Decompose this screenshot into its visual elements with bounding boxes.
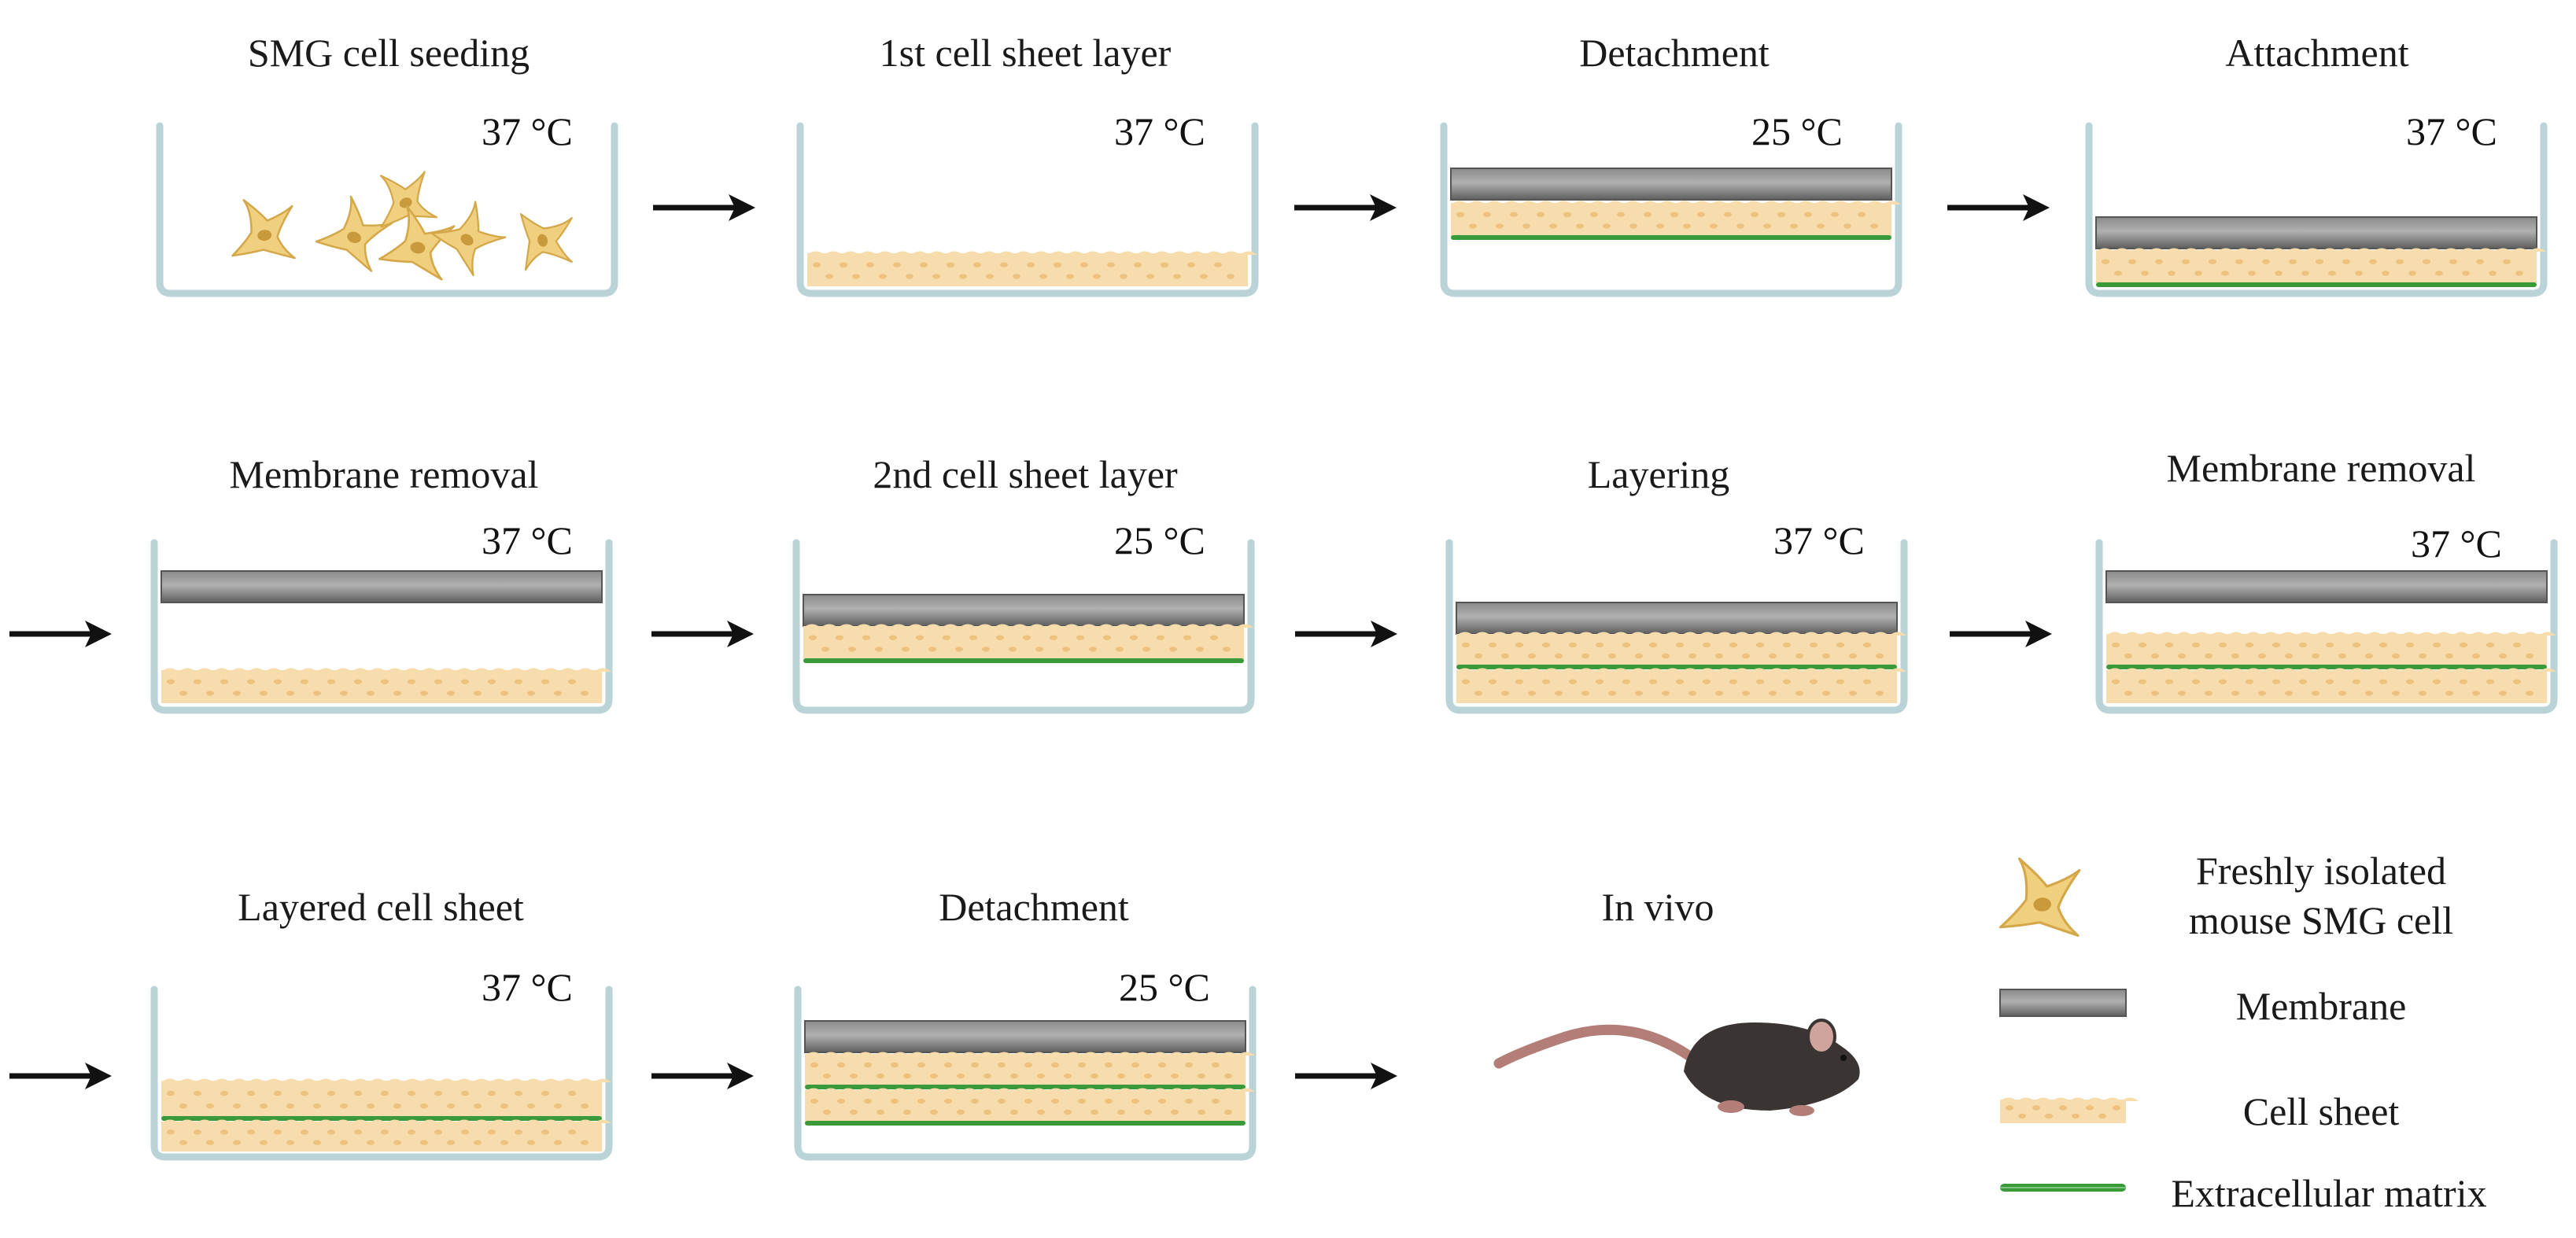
membrane (161, 570, 603, 603)
cell-sheet (1456, 668, 1906, 703)
extracellular-matrix (805, 1121, 1246, 1126)
step-label-detachment-1: Detachment (1579, 31, 1770, 75)
step-label-attachment: Attachment (2225, 31, 2409, 75)
legend-ecm-swatch (2000, 1184, 2126, 1192)
step-label-in-vivo: In vivo (1601, 885, 1714, 929)
step-label-second-sheet: 2nd cell sheet layer (873, 452, 1178, 496)
flow-arrow (653, 194, 755, 221)
cell-sheet (2106, 632, 2556, 665)
smg-cell (1998, 857, 2081, 937)
cell-sheet (805, 1052, 1255, 1085)
cell-sheet (2096, 248, 2546, 283)
flow-arrow (1295, 1063, 1397, 1089)
extracellular-matrix (1456, 665, 1897, 669)
legend-cell-sheet-label: Cell sheet (2242, 1089, 2400, 1133)
temp-membrane-removal-1: 37 °C (482, 518, 573, 562)
cell-sheet (807, 251, 1257, 286)
smg-cell (430, 201, 507, 276)
step-label-membrane-removal-1: Membrane removal (229, 452, 539, 496)
mouse-foot (1718, 1100, 1744, 1113)
smg-cell (519, 212, 573, 271)
temp-layering: 37 °C (1773, 518, 1865, 562)
flow-arrow (1950, 621, 2052, 647)
flow-arrow (9, 1063, 112, 1089)
legend-membrane-label: Membrane (2235, 984, 2407, 1028)
legend-cell-label: Freshly isolated mouse SMG cell (2124, 846, 2518, 945)
petri-dish (794, 986, 1257, 1161)
membrane (2105, 570, 2548, 603)
membrane (1456, 602, 1898, 635)
mouse-tail (1493, 1024, 1705, 1069)
cell-sheet (2106, 668, 2556, 703)
mouse-foot (1789, 1105, 1814, 1116)
temp-detachment-1: 25 °C (1751, 109, 1843, 153)
cell-sheet (161, 668, 611, 703)
extracellular-matrix (803, 658, 1244, 663)
flow-arrow (1295, 621, 1397, 647)
step-label-membrane-removal-2: Membrane removal (2166, 446, 2476, 490)
mouse-ear (1807, 1019, 1836, 1055)
petri-dish (1445, 539, 1908, 714)
cell-sheet (161, 1078, 611, 1117)
temp-second-sheet: 25 °C (1114, 518, 1205, 562)
cell-sheet (805, 1088, 1255, 1122)
cell-sheet (803, 624, 1253, 659)
petri-dish (792, 539, 1255, 714)
petri-dish (796, 122, 1259, 297)
step-label-first-sheet: 1st cell sheet layer (879, 31, 1172, 75)
flow-arrow (651, 1063, 754, 1089)
flow-arrow (9, 621, 112, 647)
smg-cell (378, 204, 456, 281)
smg-cell (231, 199, 296, 260)
mouse-eye (1840, 1055, 1847, 1061)
temp-first-sheet: 37 °C (1114, 109, 1205, 153)
legend-cell-line-1: Freshly isolated (2195, 849, 2447, 893)
extracellular-matrix (1451, 235, 1891, 240)
step-label-cell-seeding: SMG cell seeding (247, 31, 530, 75)
membrane (2095, 216, 2537, 249)
extracellular-matrix (161, 1116, 602, 1121)
step-label-detachment-2: Detachment (939, 885, 1129, 929)
flow-arrow (1294, 194, 1397, 221)
petri-dish (150, 986, 613, 1161)
petri-dish (2085, 122, 2548, 297)
temp-attachment: 37 °C (2406, 109, 2497, 153)
temp-detachment-2: 25 °C (1119, 965, 1210, 1009)
step-label-layered-sheet: Layered cell sheet (238, 885, 524, 929)
cell-sheet (1451, 201, 1901, 236)
extracellular-matrix (2106, 665, 2547, 669)
petri-dish (2095, 539, 2558, 714)
mouse-illustration (1493, 1019, 1860, 1116)
extracellular-matrix (805, 1085, 1246, 1089)
petri-dish (1440, 122, 1902, 297)
cell-sheet (1456, 632, 1906, 665)
membrane (1999, 989, 2127, 1017)
temp-cell-seeding: 37 °C (482, 109, 573, 153)
petri-dish (156, 122, 618, 297)
step-label-layering: Layering (1587, 452, 1730, 496)
flow-arrow (1947, 194, 2050, 221)
cell-sheet (2000, 1097, 2139, 1123)
extracellular-matrix (2096, 282, 2537, 287)
membrane (803, 594, 1245, 627)
temp-membrane-removal-2: 37 °C (2411, 521, 2502, 566)
membrane (804, 1020, 1246, 1053)
legend-cell-line-2: mouse SMG cell (2188, 897, 2454, 942)
petri-dish (150, 539, 613, 714)
flow-arrow (651, 621, 754, 647)
membrane (1450, 168, 1892, 201)
cell-sheet (161, 1119, 611, 1151)
temp-layered-sheet: 37 °C (482, 965, 573, 1009)
legend-ecm-label: Extracellular matrix (2171, 1171, 2487, 1215)
